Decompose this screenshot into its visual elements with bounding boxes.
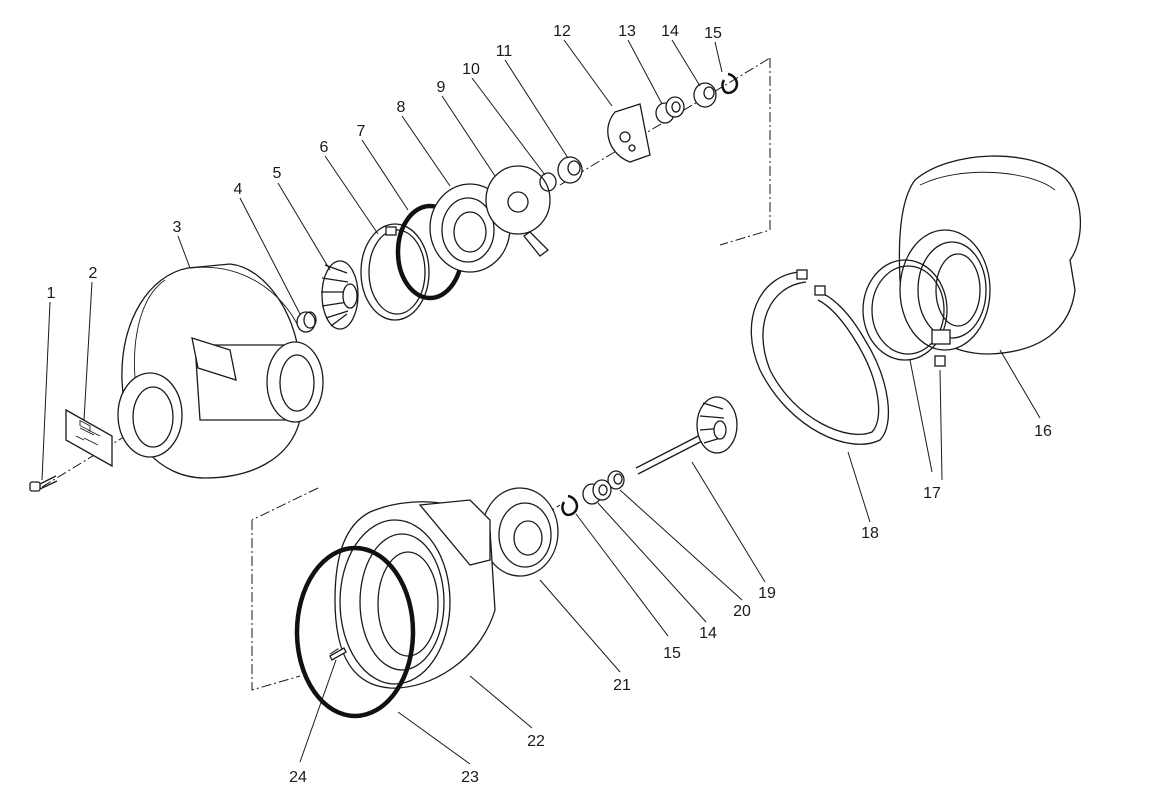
callout-21: 21 bbox=[613, 677, 631, 694]
callout-4: 4 bbox=[234, 181, 243, 198]
callout-19: 19 bbox=[758, 585, 776, 602]
part-turbine-wheel-shaft bbox=[635, 396, 738, 475]
part-compressor-wheel bbox=[321, 260, 359, 330]
part-large-o-ring bbox=[294, 545, 416, 719]
part-spacer-sleeve bbox=[557, 156, 583, 184]
part-turbine-housing bbox=[898, 155, 1082, 355]
part-retaining-ring bbox=[721, 72, 739, 95]
callout-18: 18 bbox=[861, 525, 879, 542]
callout-20: 20 bbox=[733, 603, 751, 620]
callout-11: 11 bbox=[496, 43, 513, 60]
part-nut bbox=[296, 311, 317, 333]
callout-16: 16 bbox=[1034, 423, 1052, 440]
part-flinger-plate bbox=[485, 165, 551, 257]
callout-5: 5 bbox=[273, 165, 282, 182]
callout-8: 8 bbox=[397, 99, 406, 116]
leader-lines bbox=[41, 39, 1041, 765]
part-screw bbox=[29, 475, 58, 492]
callout-14-lower: 14 bbox=[699, 625, 717, 642]
part-seal-ring bbox=[607, 470, 625, 490]
callout-24: 24 bbox=[289, 769, 307, 786]
part-compressor-housing bbox=[117, 263, 324, 479]
callout-22: 22 bbox=[527, 733, 545, 750]
callout-6: 6 bbox=[320, 139, 329, 156]
part-thrust-plate bbox=[607, 103, 651, 163]
part-retaining-ring-lower bbox=[561, 494, 579, 517]
callout-23: 23 bbox=[461, 769, 479, 786]
callout-1: 1 bbox=[47, 285, 56, 302]
callout-15-upper: 15 bbox=[704, 25, 722, 42]
part-large-snap-ring bbox=[750, 269, 890, 445]
part-center-housing bbox=[334, 499, 496, 689]
part-snap-ring-large bbox=[360, 223, 430, 321]
callout-17: 17 bbox=[923, 485, 941, 502]
part-thrust-collar bbox=[655, 96, 685, 124]
callout-3: 3 bbox=[173, 219, 182, 236]
part-journal-bearing-lower bbox=[582, 479, 612, 505]
part-heat-shield bbox=[481, 487, 559, 577]
part-journal-bearing bbox=[693, 82, 717, 108]
callout-labels: 1 2 3 4 5 6 7 8 9 10 11 12 13 14 15 16 1… bbox=[47, 23, 1052, 786]
callout-14-upper: 14 bbox=[661, 23, 679, 40]
part-dowel-pin bbox=[329, 647, 347, 661]
callout-13: 13 bbox=[618, 23, 636, 40]
callout-7: 7 bbox=[357, 123, 366, 140]
callout-10: 10 bbox=[462, 61, 480, 78]
callout-2: 2 bbox=[89, 265, 98, 282]
part-nameplate bbox=[65, 408, 113, 468]
callout-9: 9 bbox=[437, 79, 446, 96]
part-piston-ring bbox=[539, 172, 557, 192]
callout-12: 12 bbox=[553, 23, 571, 40]
callout-15-lower: 15 bbox=[663, 645, 681, 662]
part-v-band-clamp bbox=[862, 259, 951, 367]
